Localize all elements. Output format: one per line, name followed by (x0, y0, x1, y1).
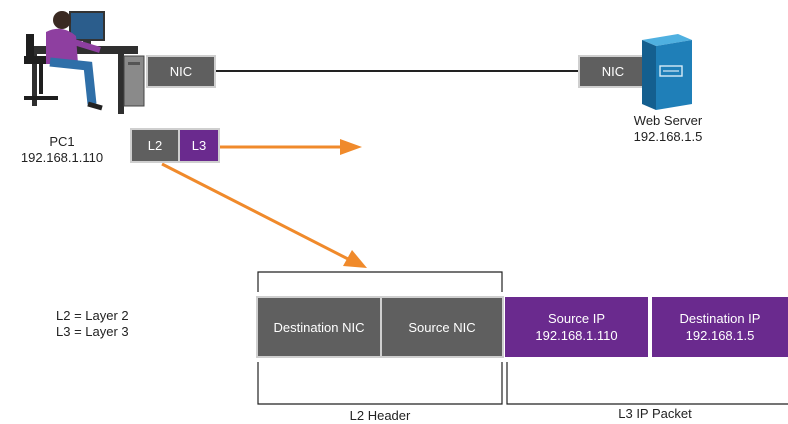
l3-packet-bracket (506, 362, 788, 405)
source-ip-label: Source IP (547, 311, 606, 326)
pc-name: PC1 (49, 134, 75, 149)
pc-nic: NIC (146, 55, 216, 88)
server-ip: 192.168.1.5 (633, 129, 703, 144)
frame-source-nic: Source NIC (380, 296, 504, 358)
legend: L2 = Layer 2 L3 = Layer 3 (56, 308, 129, 340)
legend-l3: L3 = Layer 3 (56, 324, 129, 339)
horizontal-arrow (220, 139, 362, 155)
frame-destination-nic: Destination NIC (256, 296, 382, 358)
top-bracket (257, 271, 503, 292)
l2-header-bracket (257, 362, 503, 405)
web-server-icon (642, 34, 692, 110)
frame-source-ip: Source IP 192.168.1.110 (505, 297, 648, 357)
small-frame-l2: L2 (130, 128, 180, 163)
server-name: Web Server (633, 113, 703, 128)
small-frame-l3: L3 (178, 128, 220, 163)
destination-ip-value: 192.168.1.5 (685, 328, 755, 343)
destination-ip-label: Destination IP (679, 311, 761, 326)
pc-workstation-icon (24, 11, 145, 114)
l3-packet-label: L3 IP Packet (618, 406, 692, 421)
diagonal-arrow (161, 162, 367, 268)
legend-l2: L2 = Layer 2 (56, 308, 129, 323)
frame-destination-ip: Destination IP 192.168.1.5 (652, 297, 788, 357)
l2-header-label: L2 Header (349, 408, 411, 423)
pc-ip: 192.168.1.110 (20, 150, 104, 165)
source-ip-value: 192.168.1.110 (535, 328, 618, 343)
